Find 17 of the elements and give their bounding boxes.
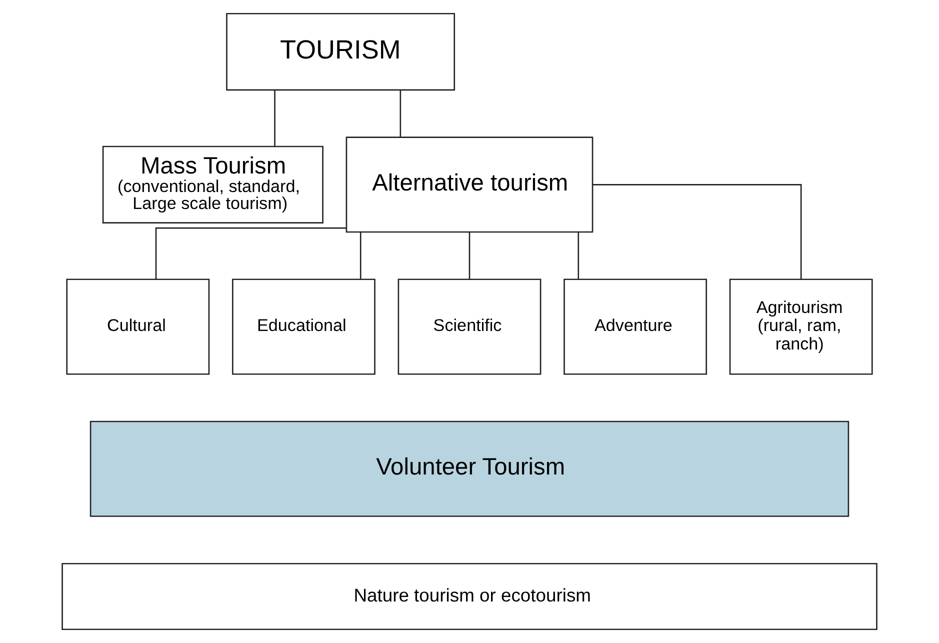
node-box: Agritourism (rural, ram, ranch) — [729, 278, 873, 375]
connector — [400, 90, 402, 137]
node-box: Mass Tourism (conventional, standard, Large scale tourism) — [102, 146, 324, 224]
connector — [360, 232, 362, 279]
node-box: TOURISM — [226, 12, 456, 91]
node-box: Volunteer Tourism — [90, 420, 850, 517]
node-box: Adventure — [564, 278, 707, 375]
node-box: Nature tourism or ecotourism — [62, 562, 878, 630]
connector — [155, 227, 346, 280]
node-box: Cultural — [66, 278, 210, 375]
node-box: Scientific — [398, 278, 542, 375]
node-box: Educational — [232, 278, 376, 375]
connector — [592, 184, 802, 280]
connector — [468, 232, 470, 279]
node-box: Alternative tourism — [346, 136, 594, 233]
connector — [274, 90, 276, 146]
connector — [578, 232, 580, 279]
